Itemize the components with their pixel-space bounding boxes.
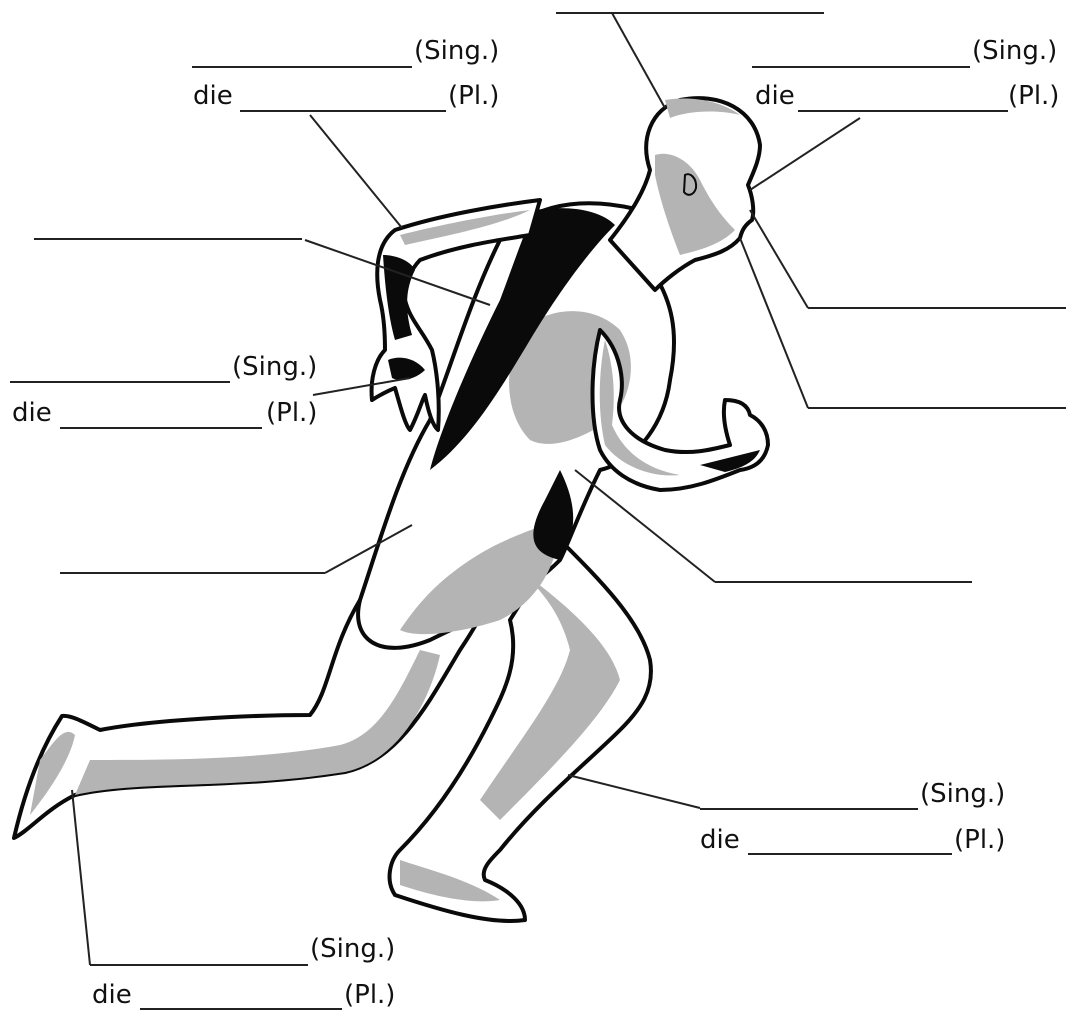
blank-belly[interactable] <box>715 581 972 583</box>
blank-foot-singular[interactable] <box>90 964 308 966</box>
blank-ear-plural[interactable] <box>798 110 1008 112</box>
blank-nose[interactable] <box>808 307 1066 309</box>
blank-finger-plural[interactable] <box>60 427 262 429</box>
finger-plural-article: die <box>12 400 52 426</box>
blank-mouth[interactable] <box>808 407 1066 409</box>
leg-plural-article: die <box>700 827 740 853</box>
leg-sing-suffix: (Sing.) <box>920 781 1005 807</box>
foot-pl-suffix: (Pl.) <box>344 982 395 1008</box>
blank-upperarm-singular[interactable] <box>192 66 412 68</box>
blank-ear-singular[interactable] <box>752 66 970 68</box>
blank-shoulder[interactable] <box>34 238 302 240</box>
ear-pl-suffix: (Pl.) <box>1008 83 1059 109</box>
finger-pl-suffix: (Pl.) <box>266 400 317 426</box>
blank-finger-singular[interactable] <box>10 381 230 383</box>
upperarm-plural-article: die <box>193 83 233 109</box>
finger-sing-suffix: (Sing.) <box>232 354 317 380</box>
blank-upperarm-plural[interactable] <box>240 110 446 112</box>
upperarm-pl-suffix: (Pl.) <box>448 83 499 109</box>
blank-leg-singular[interactable] <box>700 808 918 810</box>
blank-leg-plural[interactable] <box>748 853 952 855</box>
upperarm-sing-suffix: (Sing.) <box>414 38 499 64</box>
blank-back[interactable] <box>60 572 325 574</box>
leg-pl-suffix: (Pl.) <box>954 827 1005 853</box>
blank-top-center[interactable] <box>556 12 824 14</box>
ear-plural-article: die <box>755 83 795 109</box>
foot-plural-article: die <box>92 982 132 1008</box>
blank-foot-plural[interactable] <box>140 1008 342 1010</box>
ear-sing-suffix: (Sing.) <box>972 38 1057 64</box>
foot-sing-suffix: (Sing.) <box>310 936 395 962</box>
